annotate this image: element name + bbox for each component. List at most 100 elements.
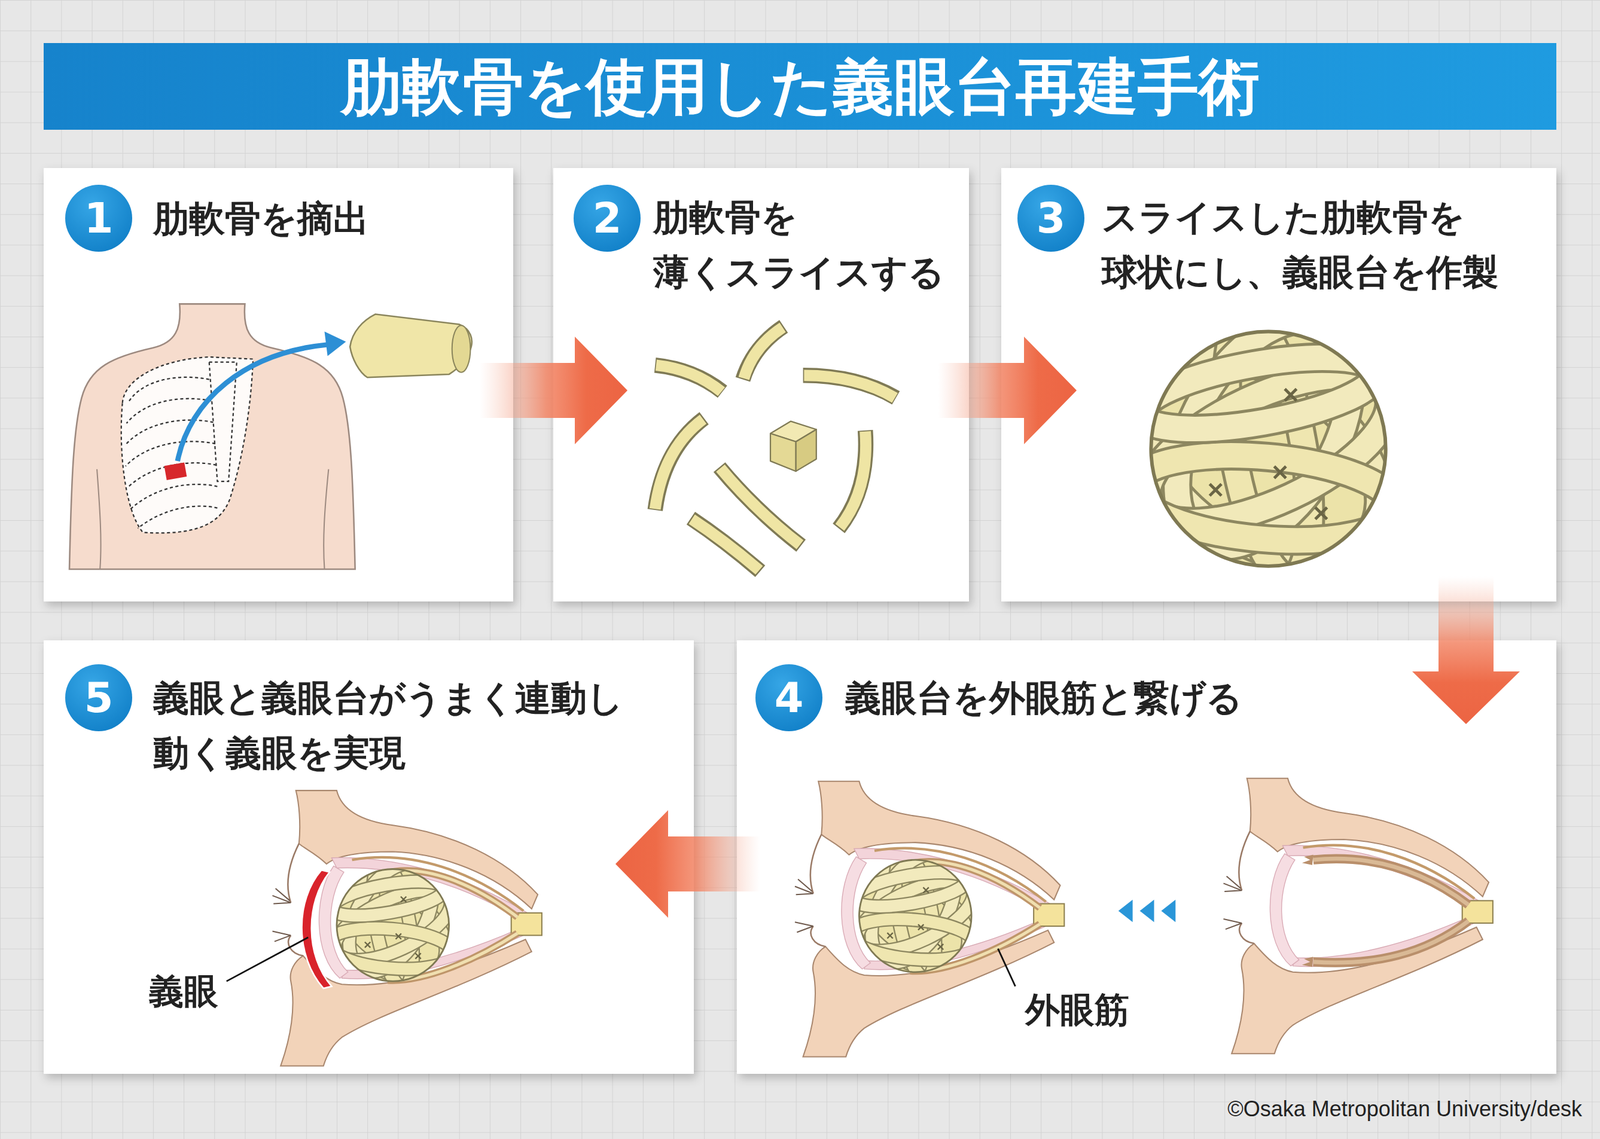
- flow-arrow: [615, 810, 761, 919]
- cartilage-slice: [654, 326, 896, 572]
- extraocular-muscle: [1313, 921, 1469, 964]
- rib-cage: [130, 484, 218, 510]
- step-number-badge: 3: [1016, 184, 1086, 253]
- step-number-badge: 1: [64, 184, 133, 253]
- rib-cage: [125, 441, 216, 466]
- cartilage-slice: [654, 327, 895, 571]
- cartilage-ball: [1107, 290, 1417, 602]
- torso-figure: [69, 303, 356, 570]
- extraocular-muscle: [1313, 858, 1469, 905]
- rib-cage: [121, 357, 254, 533]
- step-heading: 肋軟骨を 薄くスライスする: [653, 189, 955, 300]
- badge-circle: [65, 184, 133, 252]
- cartilage-slice: [654, 419, 703, 510]
- cartilage-slice: [744, 327, 783, 379]
- cartilage-slice: [719, 467, 801, 546]
- step-number: 3: [1036, 197, 1066, 240]
- direction-triangles: [1160, 900, 1176, 923]
- cartilage-slice: [720, 468, 800, 545]
- flow-arrow: [937, 336, 1077, 445]
- step-panel: 義眼台を外眼筋と繋げる 4: [736, 640, 1557, 1075]
- rib-cage: [121, 357, 254, 533]
- badge-circle: [1017, 184, 1085, 252]
- badge-circle: [65, 664, 133, 732]
- illustration-layer: [69, 290, 1493, 1067]
- cartilage-slice: [838, 430, 866, 529]
- cartilage-segment: [349, 314, 472, 378]
- cartilage-slice: [656, 365, 722, 392]
- flow-arrow: [1412, 576, 1520, 725]
- cartilage-slice: [692, 519, 760, 571]
- cartilage-cube: [796, 429, 817, 472]
- step-panel: 肋軟骨を摘出 1: [43, 168, 514, 602]
- step-number-badge: 5: [64, 663, 133, 733]
- step-heading: 義眼と義眼台がうまく連動し 動く義眼を実現: [153, 670, 635, 781]
- panel-background: [43, 640, 694, 1075]
- cartilage-cube: [770, 433, 797, 472]
- step-number-badge: 4: [754, 663, 824, 733]
- rib-cage: [128, 377, 210, 402]
- orbit-cross-section: [794, 781, 1065, 1058]
- step-heading: 義眼台を外眼筋と繋げる: [845, 670, 1243, 726]
- orbit-cross-section: [1223, 778, 1493, 1055]
- prosthetic-eye: [302, 870, 332, 989]
- step-number-badge: 2: [573, 184, 642, 253]
- extraction-arrow: [177, 331, 346, 462]
- cartilage-slice: [839, 431, 866, 528]
- leader-line: [997, 949, 1016, 987]
- extraocular-muscle: [1302, 957, 1314, 968]
- rib-cartilage-mark: [164, 462, 188, 480]
- extraction-arrow: [324, 331, 347, 356]
- torso-figure: [69, 303, 356, 570]
- step-heading: スライスした肋軟骨を 球状にし、義眼台を作製: [1101, 189, 1511, 300]
- cartilage-cube: [770, 421, 817, 472]
- panel-background: [1001, 168, 1557, 602]
- step-panel: 肋軟骨を 薄くスライスする 2: [553, 168, 969, 602]
- orbit-cross-section: [1269, 854, 1299, 967]
- flow-arrow: [479, 336, 628, 445]
- panel-background: [43, 168, 1557, 1075]
- step-panel: スライスした肋軟骨を 球状にし、義眼台を作製 3: [1001, 168, 1557, 602]
- cartilage-slice: [803, 375, 896, 399]
- orbit-cross-section: [315, 849, 465, 999]
- orbit-cross-section: [1223, 778, 1493, 1055]
- title-band: [43, 43, 1557, 130]
- orbit-cross-section: [272, 790, 542, 1067]
- extraocular-muscle: [1313, 858, 1469, 905]
- panel-background: [736, 640, 1557, 1075]
- step-heading: 肋軟骨を摘出: [153, 190, 370, 246]
- cartilage-segment: [452, 325, 471, 373]
- cartilage-slice: [742, 326, 784, 380]
- step-number: 1: [84, 197, 114, 240]
- orbit-cross-section: [794, 781, 1065, 1058]
- step-number: 2: [592, 197, 623, 240]
- direction-triangles: [1118, 900, 1176, 923]
- rib-cage: [137, 506, 218, 529]
- cartilage-segment: [349, 314, 472, 378]
- badge-circle: [573, 184, 641, 252]
- copyright-note: ©Osaka Metropolitan University/desk: [1227, 1096, 1583, 1122]
- cartilage-slice: [690, 518, 761, 572]
- part-label: 外眼筋: [1025, 990, 1130, 1031]
- cartilage-slice: [654, 418, 704, 511]
- orbit-cross-section: [837, 840, 987, 990]
- cartilage-slice: [654, 365, 723, 392]
- part-label: 義眼: [148, 971, 219, 1013]
- rib-cage: [125, 420, 214, 446]
- badge-circle: [755, 664, 823, 732]
- extraocular-muscle: [1302, 855, 1314, 866]
- step-panel: 義眼と義眼台がうまく連動し 動く義眼を実現 5: [43, 640, 694, 1075]
- direction-triangles: [1140, 900, 1155, 923]
- step-number: 4: [774, 677, 804, 719]
- leader-line: [226, 937, 309, 982]
- cartilage-slice: [654, 326, 896, 572]
- cartilage-slice: [803, 375, 895, 399]
- rib-cage: [127, 462, 216, 488]
- extraocular-muscle: [1313, 921, 1469, 964]
- page-title: 肋軟骨を使用した義眼台再建手術: [43, 43, 1557, 130]
- step-number: 5: [84, 677, 114, 719]
- extraction-arrow: [177, 345, 327, 462]
